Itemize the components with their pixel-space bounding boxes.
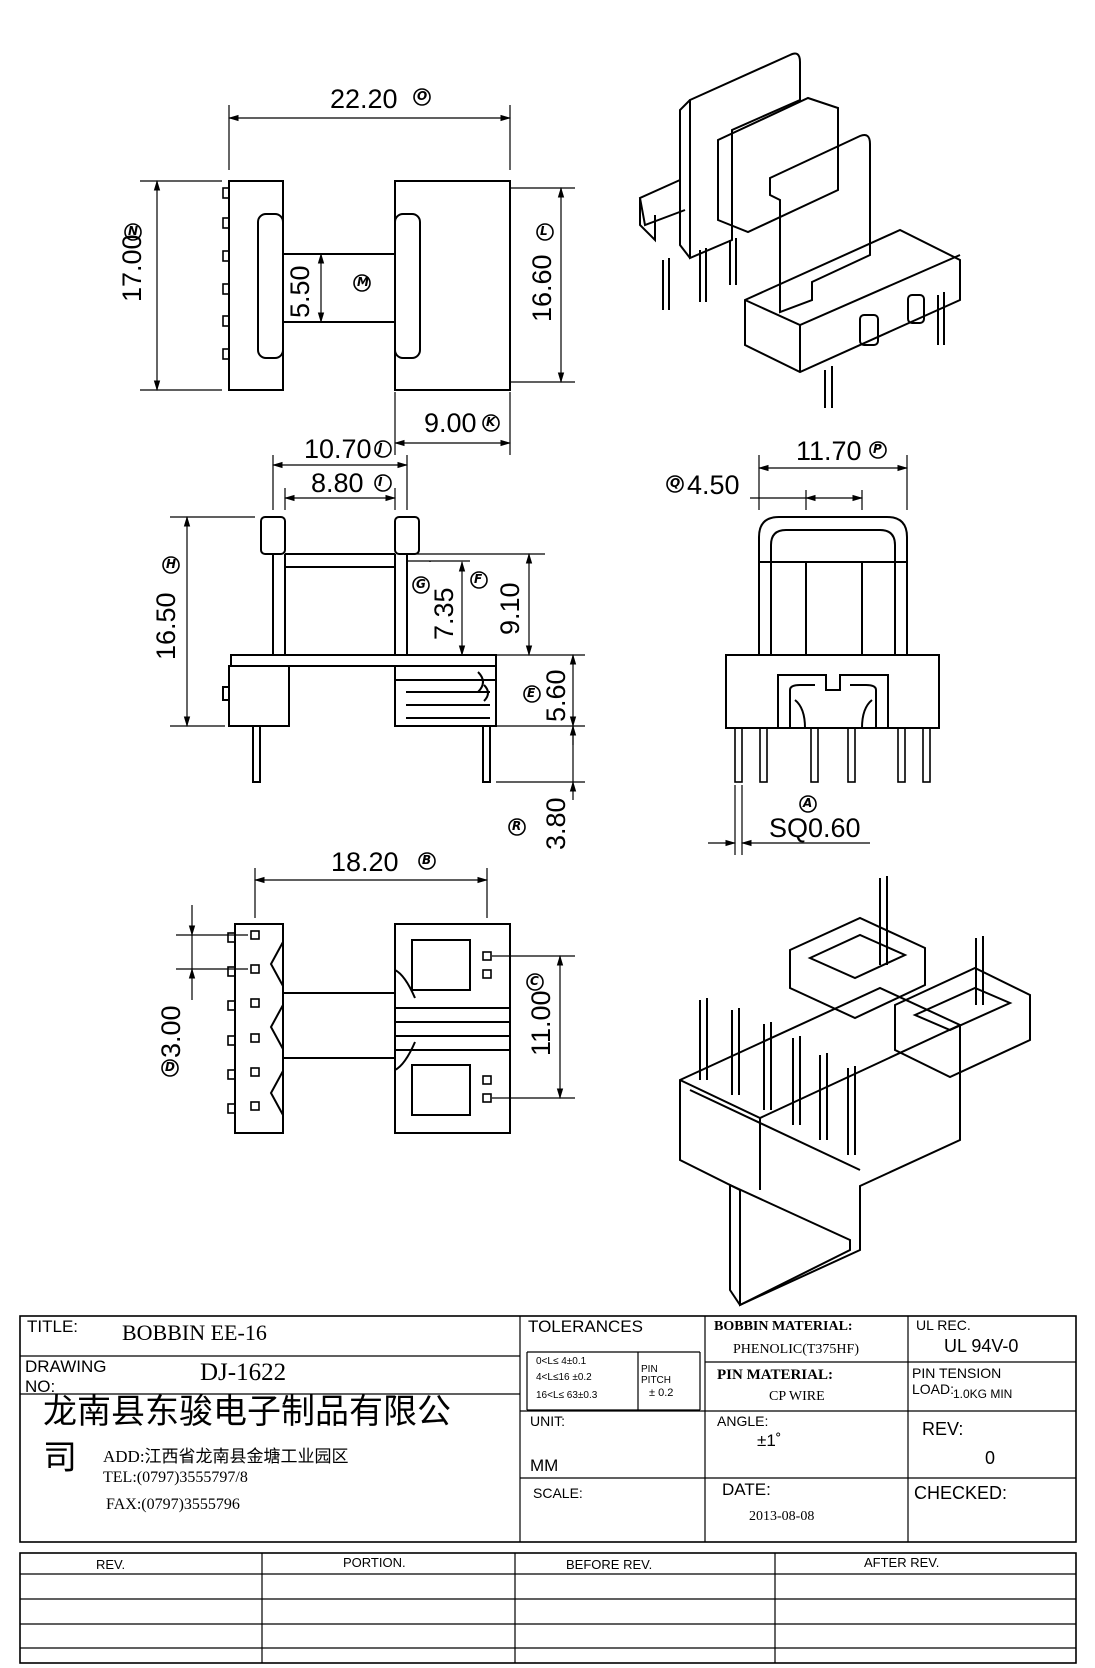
isometric-view-bottom — [679, 876, 1031, 1307]
pin-pitch-label-2: PITCH — [641, 1375, 671, 1386]
dim-e: 5.60 — [541, 669, 571, 722]
pin-tension-label: PIN TENSION — [912, 1365, 1002, 1381]
callout-i: I — [378, 475, 383, 489]
bobbin-material-value: PHENOLIC(T375HF) — [733, 1342, 859, 1357]
callout-r: R — [512, 819, 522, 833]
dim-height-l: 16.60 — [527, 254, 557, 322]
dim-k: 9.00 — [424, 408, 477, 438]
callout-n: N — [128, 224, 139, 238]
callout-m: M — [357, 275, 369, 289]
side-view — [170, 455, 585, 800]
angle-label: ANGLE: — [717, 1413, 769, 1429]
dim-f: 9.10 — [495, 582, 525, 635]
rev-table-header-before: BEFORE REV. — [566, 1557, 653, 1572]
date-label: DATE: — [722, 1480, 771, 1499]
dim-i: 8.80 — [311, 468, 364, 498]
dim-core-m: 5.50 — [285, 265, 315, 318]
rev-label: REV: — [922, 1419, 964, 1439]
dim-r: 3.80 — [541, 797, 571, 850]
bottom-view — [176, 868, 575, 1134]
isometric-view-top — [638, 52, 961, 408]
dim-overall-width: 22.20 — [330, 84, 398, 114]
callout-c: C — [530, 974, 539, 988]
company-name: 龙南县东骏电子制品有限公 — [43, 1394, 451, 1431]
rev-table-header-portion: PORTION. — [343, 1555, 406, 1570]
callout-k: K — [486, 415, 496, 429]
unit-label: UNIT: — [530, 1413, 565, 1429]
callout-l: L — [540, 224, 548, 238]
callout-o: O — [417, 89, 428, 103]
top-view — [140, 105, 575, 455]
company-fax: FAX:(0797)3555796 — [106, 1496, 240, 1513]
title-label: TITLE: — [27, 1317, 79, 1336]
front-view — [708, 455, 940, 855]
callout-e: E — [527, 686, 536, 700]
drawing-no-label: DRAWING — [25, 1357, 107, 1376]
tolerance-line-3: 16<L≤ 63±0.3 — [536, 1390, 598, 1401]
dim-height-n: 17.00 — [117, 234, 147, 302]
dim-g: 7.35 — [429, 587, 459, 640]
pin-material-value: CP WIRE — [769, 1389, 825, 1404]
callout-g: G — [416, 577, 426, 591]
ul-rec-label: UL REC. — [916, 1317, 971, 1333]
pin-material-label: PIN MATERIAL: — [717, 1367, 833, 1383]
checked-label: CHECKED: — [914, 1483, 1008, 1503]
scale-label: SCALE: — [533, 1485, 583, 1501]
dim-c: 11.00 — [526, 990, 556, 1056]
dim-q: 4.50 — [687, 470, 740, 500]
pin-pitch-value: ± 0.2 — [649, 1387, 674, 1399]
title-value: BOBBIN EE-16 — [122, 1320, 267, 1345]
rev-table-header-rev: REV. — [96, 1557, 126, 1572]
drawing-no-label-2: NO: — [25, 1377, 56, 1396]
callout-h: H — [166, 557, 177, 571]
dim-j: 10.70 — [304, 434, 372, 464]
tolerance-line-1: 0<L≤ 4±0.1 — [536, 1356, 587, 1367]
ul-rec-value: UL 94V-0 — [944, 1336, 1019, 1356]
callout-d: D — [165, 1060, 175, 1074]
company-address: ADD:江西省龙南县金塘工业园区 — [103, 1447, 349, 1466]
callout-q: Q — [670, 476, 681, 490]
title-block-frame — [19, 1315, 1077, 1664]
callout-b: B — [422, 853, 432, 867]
bobbin-material-label: BOBBIN MATERIAL: — [714, 1319, 853, 1334]
pin-tension-value: 1.0KG MIN — [953, 1387, 1013, 1401]
company-tel: TEL:(0797)3555797/8 — [103, 1469, 248, 1486]
angle-value: ±1˚ — [757, 1431, 782, 1450]
callout-circles — [124, 88, 887, 1077]
rev-value: 0 — [985, 1448, 996, 1468]
dim-b: 18.20 — [331, 847, 399, 877]
callout-j: J — [378, 441, 383, 455]
rev-table-header-after: AFTER REV. — [864, 1555, 940, 1570]
tolerances-label: TOLERANCES — [528, 1317, 643, 1336]
company-name-cont: 司 — [43, 1440, 77, 1477]
dim-a: SQ0.60 — [769, 813, 861, 843]
date-value: 2013-08-08 — [749, 1509, 815, 1524]
callout-p: P — [873, 442, 882, 456]
drawing-no-value: DJ-1622 — [200, 1359, 287, 1386]
pin-tension-load-label: LOAD: — [912, 1381, 955, 1397]
callout-f: F — [474, 572, 483, 586]
pin-pitch-label: PIN — [641, 1364, 658, 1375]
dim-d: 3.00 — [156, 1005, 186, 1058]
dim-p: 11.70 — [796, 436, 862, 466]
tolerance-line-2: 4<L≤16 ±0.2 — [536, 1372, 592, 1383]
unit-value: MM — [530, 1456, 559, 1475]
callout-a: A — [803, 796, 813, 810]
dim-h: 16.50 — [151, 592, 181, 660]
